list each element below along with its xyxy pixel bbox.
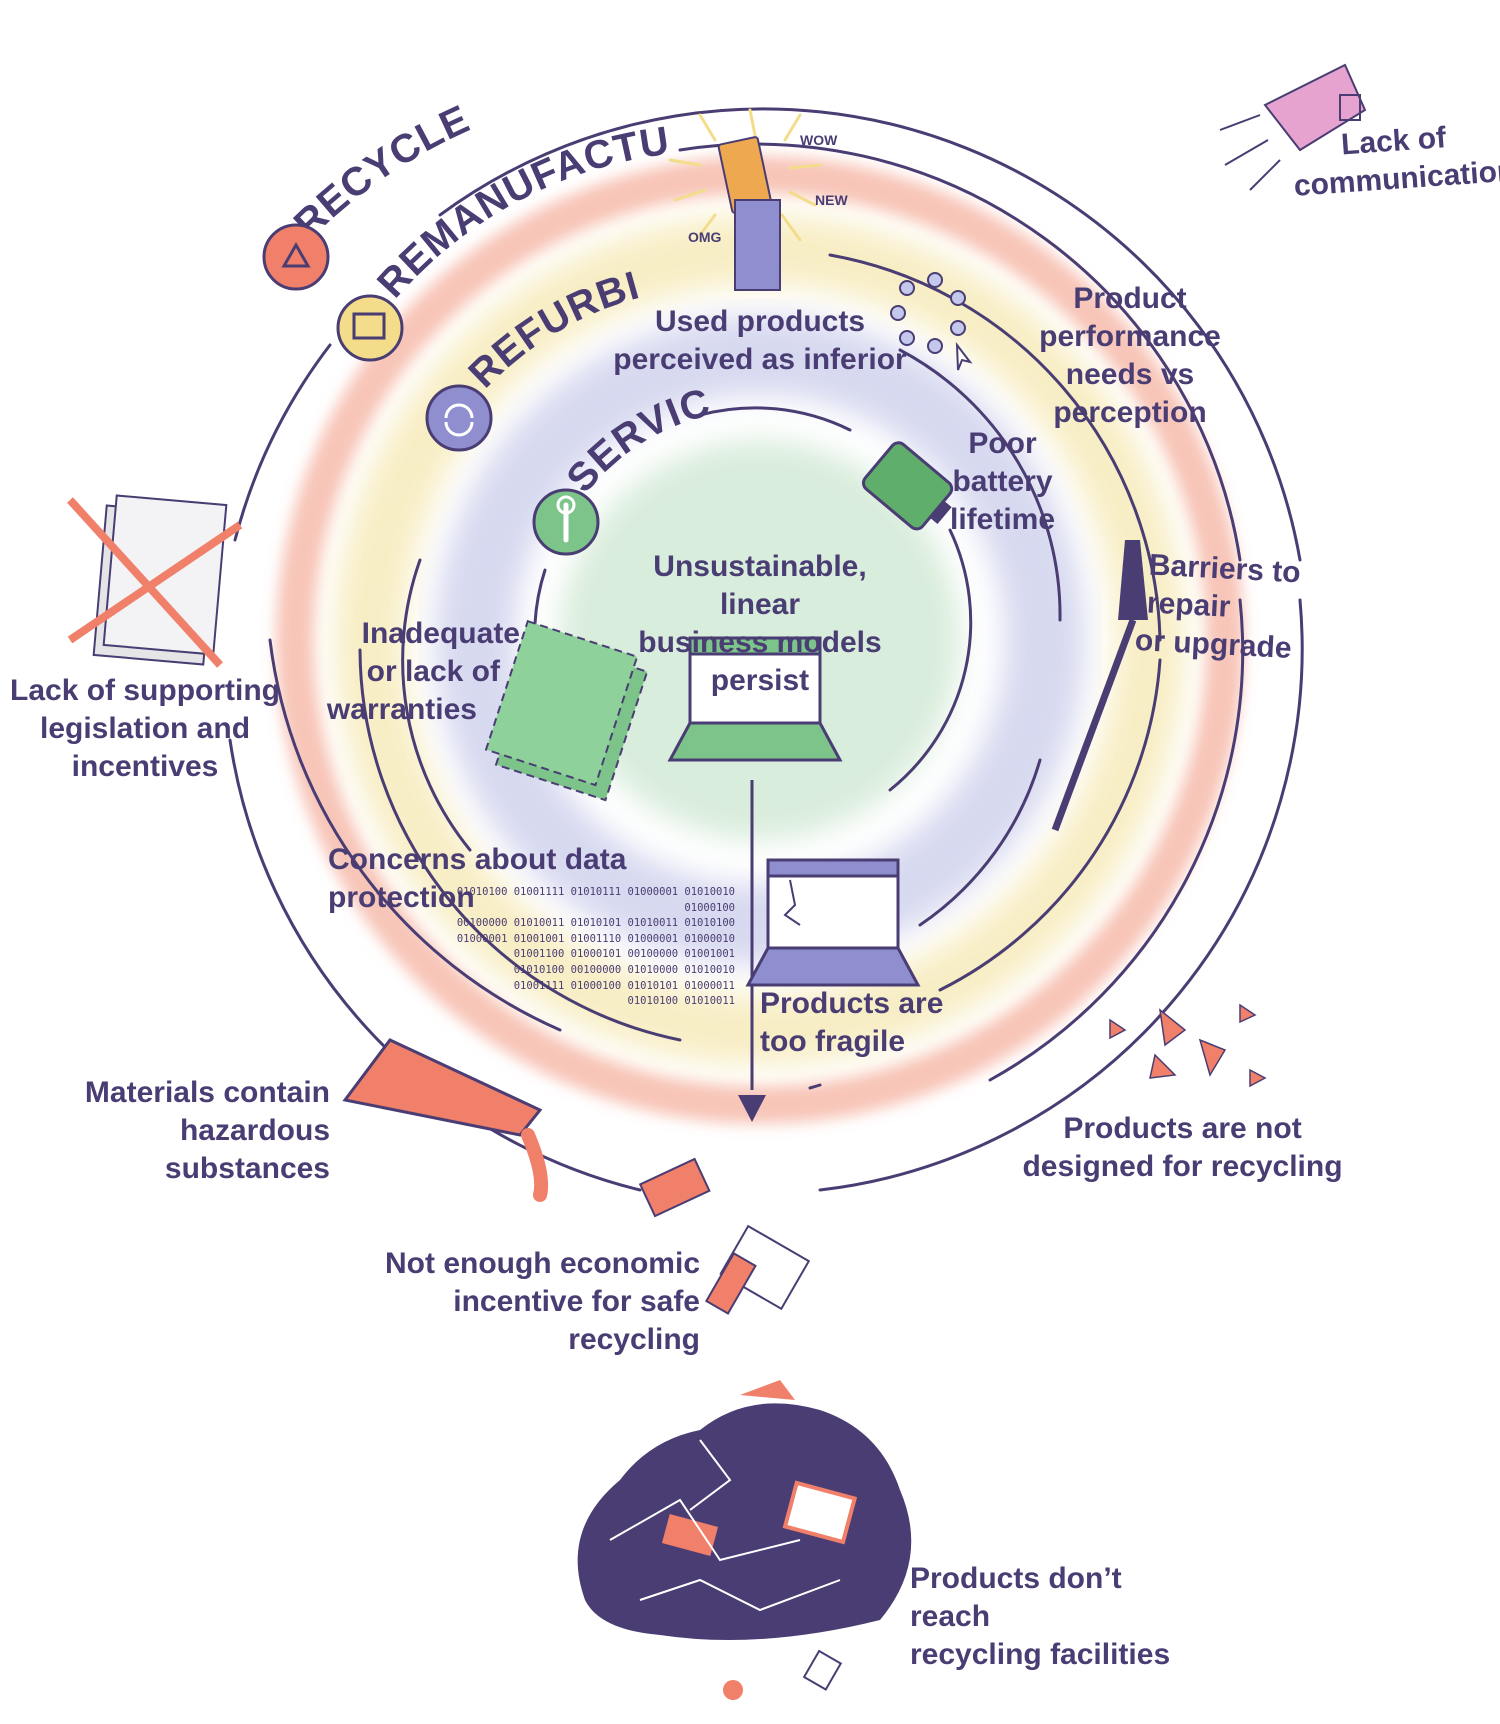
label-data-protection: Concerns about data protection — [328, 843, 627, 914]
ring-2-line-d — [268, 638, 562, 1032]
outer-ring-line-4 — [233, 343, 332, 542]
ring-3-line-c — [358, 648, 682, 1042]
falling-battery-icon — [638, 1157, 711, 1218]
label-economic-incentive: Not enough economic incentive for safe r… — [320, 1245, 700, 1359]
binary-line: 01001111 01000100 01010101 01000011 — [513, 979, 735, 992]
label-economic-1: Not enough economic — [385, 1247, 700, 1280]
downward-arrow — [738, 780, 766, 1122]
label-warranties: Inadequate or lack of warranties — [325, 615, 520, 729]
label-performance-1: Product performance — [1039, 282, 1221, 353]
ring-2-line-c — [808, 1083, 822, 1090]
label-barriers-repair: Barriers to repair or upgrade — [1134, 546, 1385, 673]
ring-3-line-b — [938, 658, 1162, 992]
label-not-designed-1: Products are not — [1063, 1112, 1302, 1145]
center-text: Unsustainable, linear business models pe… — [610, 548, 910, 700]
label-hazardous: Materials contain hazardous substances — [20, 1074, 330, 1188]
label-warranties-3: warranties — [326, 693, 477, 726]
label-dont-reach-facilities: Products don’t reach recycling facilitie… — [910, 1560, 1210, 1674]
ring-5-line — [698, 406, 852, 432]
ring-4-line-b — [918, 758, 1042, 927]
refurbish-icon — [425, 384, 493, 452]
label-poor-battery-2: lifetime — [949, 503, 1056, 536]
megaphone-icon — [1219, 63, 1367, 191]
warranty-document-icon — [484, 619, 649, 802]
screwdriver-icon — [1051, 540, 1148, 832]
label-barriers-repair-1: Barriers to repair — [1146, 548, 1302, 624]
refurbish-band — [435, 315, 1085, 965]
battery-icon — [861, 441, 954, 531]
label-used-products-2: perceived as inferior — [613, 343, 907, 376]
outer-ring-line — [438, 107, 1302, 562]
binary-line: 01010100 01010011 — [627, 995, 735, 1008]
label-legislation: Lack of supporting legislation and incen… — [10, 672, 280, 786]
label-hazardous-1: Materials contain — [84, 1076, 330, 1109]
label-legislation-1: Lack of supporting — [10, 674, 280, 707]
center-text-line2: business models persist — [638, 626, 882, 697]
label-lack-of-communication: Lack of communication — [1290, 115, 1500, 205]
binary-line: 01010100 01001111 01010111 01000001 0101… — [456, 886, 735, 914]
label-too-fragile-2: too fragile — [760, 1025, 906, 1058]
label-not-designed-2: designed for recycling — [1022, 1150, 1343, 1183]
broken-laptop-icon — [745, 858, 921, 987]
laptop-icon — [667, 636, 843, 762]
label-legislation-2: legislation and — [39, 712, 251, 745]
label-not-designed-recycling: Products are not designed for recycling — [1005, 1110, 1360, 1186]
label-warranties-1: Inadequate — [361, 617, 520, 650]
ring-3-line — [828, 253, 1162, 642]
wrench-icon — [532, 488, 600, 556]
landfill-heap-icon — [577, 1380, 912, 1700]
label-performance-2: needs vs perception — [1053, 358, 1207, 429]
binary-code-text: 01010100 01001111 01010111 01000001 0101… — [405, 885, 735, 1010]
label-performance-vs-perception: Product performance needs vs perception — [985, 280, 1275, 432]
binary-line: 01001100 01000101 00100000 01001001 — [513, 948, 735, 961]
falling-laptop-icon — [704, 1224, 811, 1315]
raised-hand-phone-icon: WOW NEW OMG — [668, 108, 848, 291]
label-dont-reach-2: recycling facilities — [910, 1638, 1171, 1671]
crossed-legislation-icon — [67, 494, 243, 668]
outer-ring-line-2 — [818, 598, 1304, 1192]
ring-4-line-c — [401, 558, 472, 852]
outer-ring-line-3 — [228, 738, 642, 1192]
label-economic-2: incentive for safe recycling — [453, 1285, 700, 1356]
hype-new: NEW — [815, 192, 848, 208]
binary-line: 01000001 01001001 01001110 01000001 0100… — [456, 932, 735, 945]
ring-2-line-b — [988, 598, 1245, 1082]
label-too-fragile: Products are too fragile — [760, 985, 980, 1061]
hype-wow: WOW — [800, 132, 838, 148]
label-dont-reach-1: Products don’t reach — [910, 1562, 1122, 1633]
hazardous-flask-icon — [342, 1038, 549, 1202]
hype-omg: OMG — [688, 229, 722, 245]
label-poor-battery-1: Poor battery — [952, 427, 1053, 498]
remanufacture-icon — [336, 294, 404, 362]
label-too-fragile-1: Products are — [760, 987, 944, 1020]
broken-recycle-symbol-icon — [1109, 1003, 1267, 1088]
label-used-products-inferior: Used products perceived as inferior — [610, 303, 910, 379]
binary-line: 00100000 01010011 01010101 01010011 0101… — [456, 917, 735, 930]
ring-4-line — [898, 348, 1062, 622]
binary-line: 01010100 00100000 01010000 01010010 — [513, 963, 735, 976]
label-legislation-3: incentives — [71, 750, 219, 783]
label-hazardous-2: hazardous substances — [164, 1114, 330, 1185]
label-poor-battery: Poor battery lifetime — [915, 425, 1090, 539]
recycle-icon — [262, 223, 330, 291]
label-warranties-2: or lack of — [366, 655, 500, 688]
center-text-line1: Unsustainable, linear — [653, 550, 867, 621]
ring-5-line-b — [888, 528, 973, 792]
loading-spinner-icon — [890, 272, 973, 371]
ring-2-line — [678, 142, 1242, 562]
label-used-products-1: Used products — [654, 305, 866, 338]
